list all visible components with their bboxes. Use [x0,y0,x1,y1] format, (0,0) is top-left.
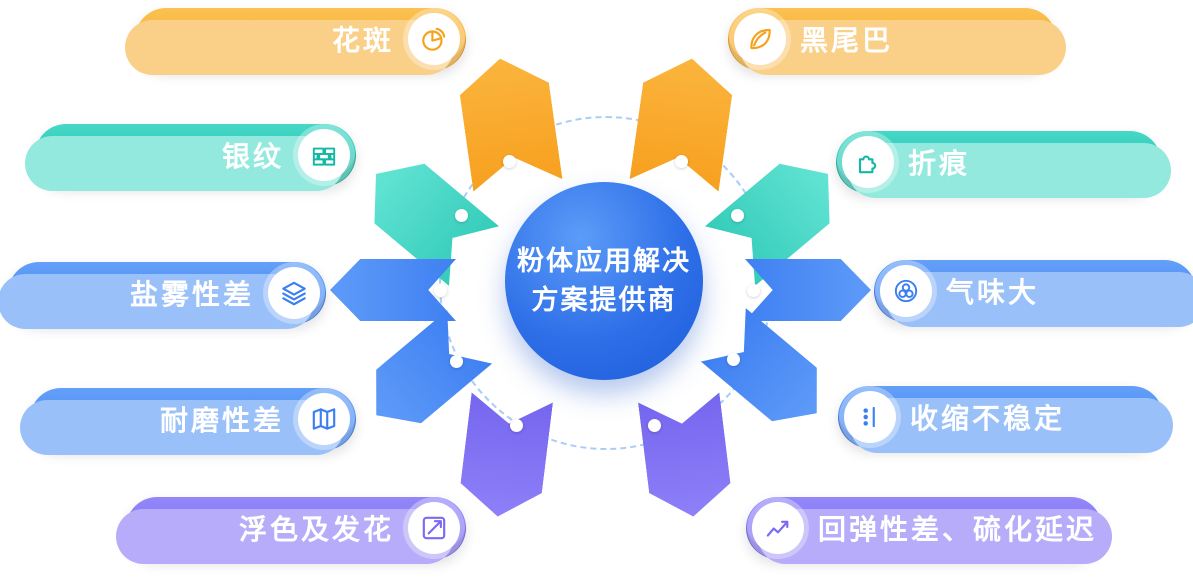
pill-poor-salt-spray: 盐雾性差 [0,262,326,329]
connector-dot [455,209,468,222]
pill-crease: 折痕 [836,131,1171,198]
pill-floating-color: 浮色及发花 [116,497,466,564]
leaf-icon [734,13,786,65]
pill-unstable-shrinkage: 收缩不稳定 [838,386,1173,453]
pill-strong-odor: 气味大 [874,260,1193,327]
pill-label: 气味大 [946,277,1040,308]
pill-label: 折痕 [908,148,971,179]
pie-chart-icon [408,13,460,65]
line-chart-icon [752,502,804,554]
pill-label: 收缩不稳定 [910,403,1066,434]
puzzle-icon [842,136,894,188]
pill-label: 耐磨性差 [159,405,284,436]
connector-dot [450,355,463,368]
brick-wall-icon [298,129,350,181]
connector-dot [510,419,523,432]
pill-poor-abrasion: 耐磨性差 [20,388,356,455]
pill-silver-streak: 银纹 [25,124,356,191]
connector-dot [648,419,661,432]
pill-label: 黑尾巴 [800,25,894,56]
connector-dot [675,155,688,168]
dots-line-icon [844,391,896,443]
pill-black-tail: 黑尾巴 [728,8,1066,75]
center-title-line2: 方案提供商 [531,285,677,315]
connector-dot [503,155,516,168]
pill-mottling: 花斑 [125,8,466,75]
pill-label: 盐雾性差 [129,279,254,310]
connector-dot [731,209,744,222]
connector-dot [747,284,760,297]
trend-arrow-icon [408,502,460,554]
layers-icon [268,267,320,319]
connector-dot [434,284,447,297]
map-icon [298,393,350,445]
pill-label: 回弹性差、硫化延迟 [818,514,1098,545]
pill-poor-rebound: 回弹性差、硫化延迟 [746,497,1112,564]
pill-label: 浮色及发花 [238,514,394,545]
pill-label: 银纹 [221,141,284,172]
connector-dot [727,353,740,366]
pill-label: 花斑 [331,25,394,56]
center-title-line1: 粉体应用解决 [517,245,691,276]
center-node: 粉体应用解决 方案提供商 [505,182,703,380]
bubbles-icon [880,265,932,317]
